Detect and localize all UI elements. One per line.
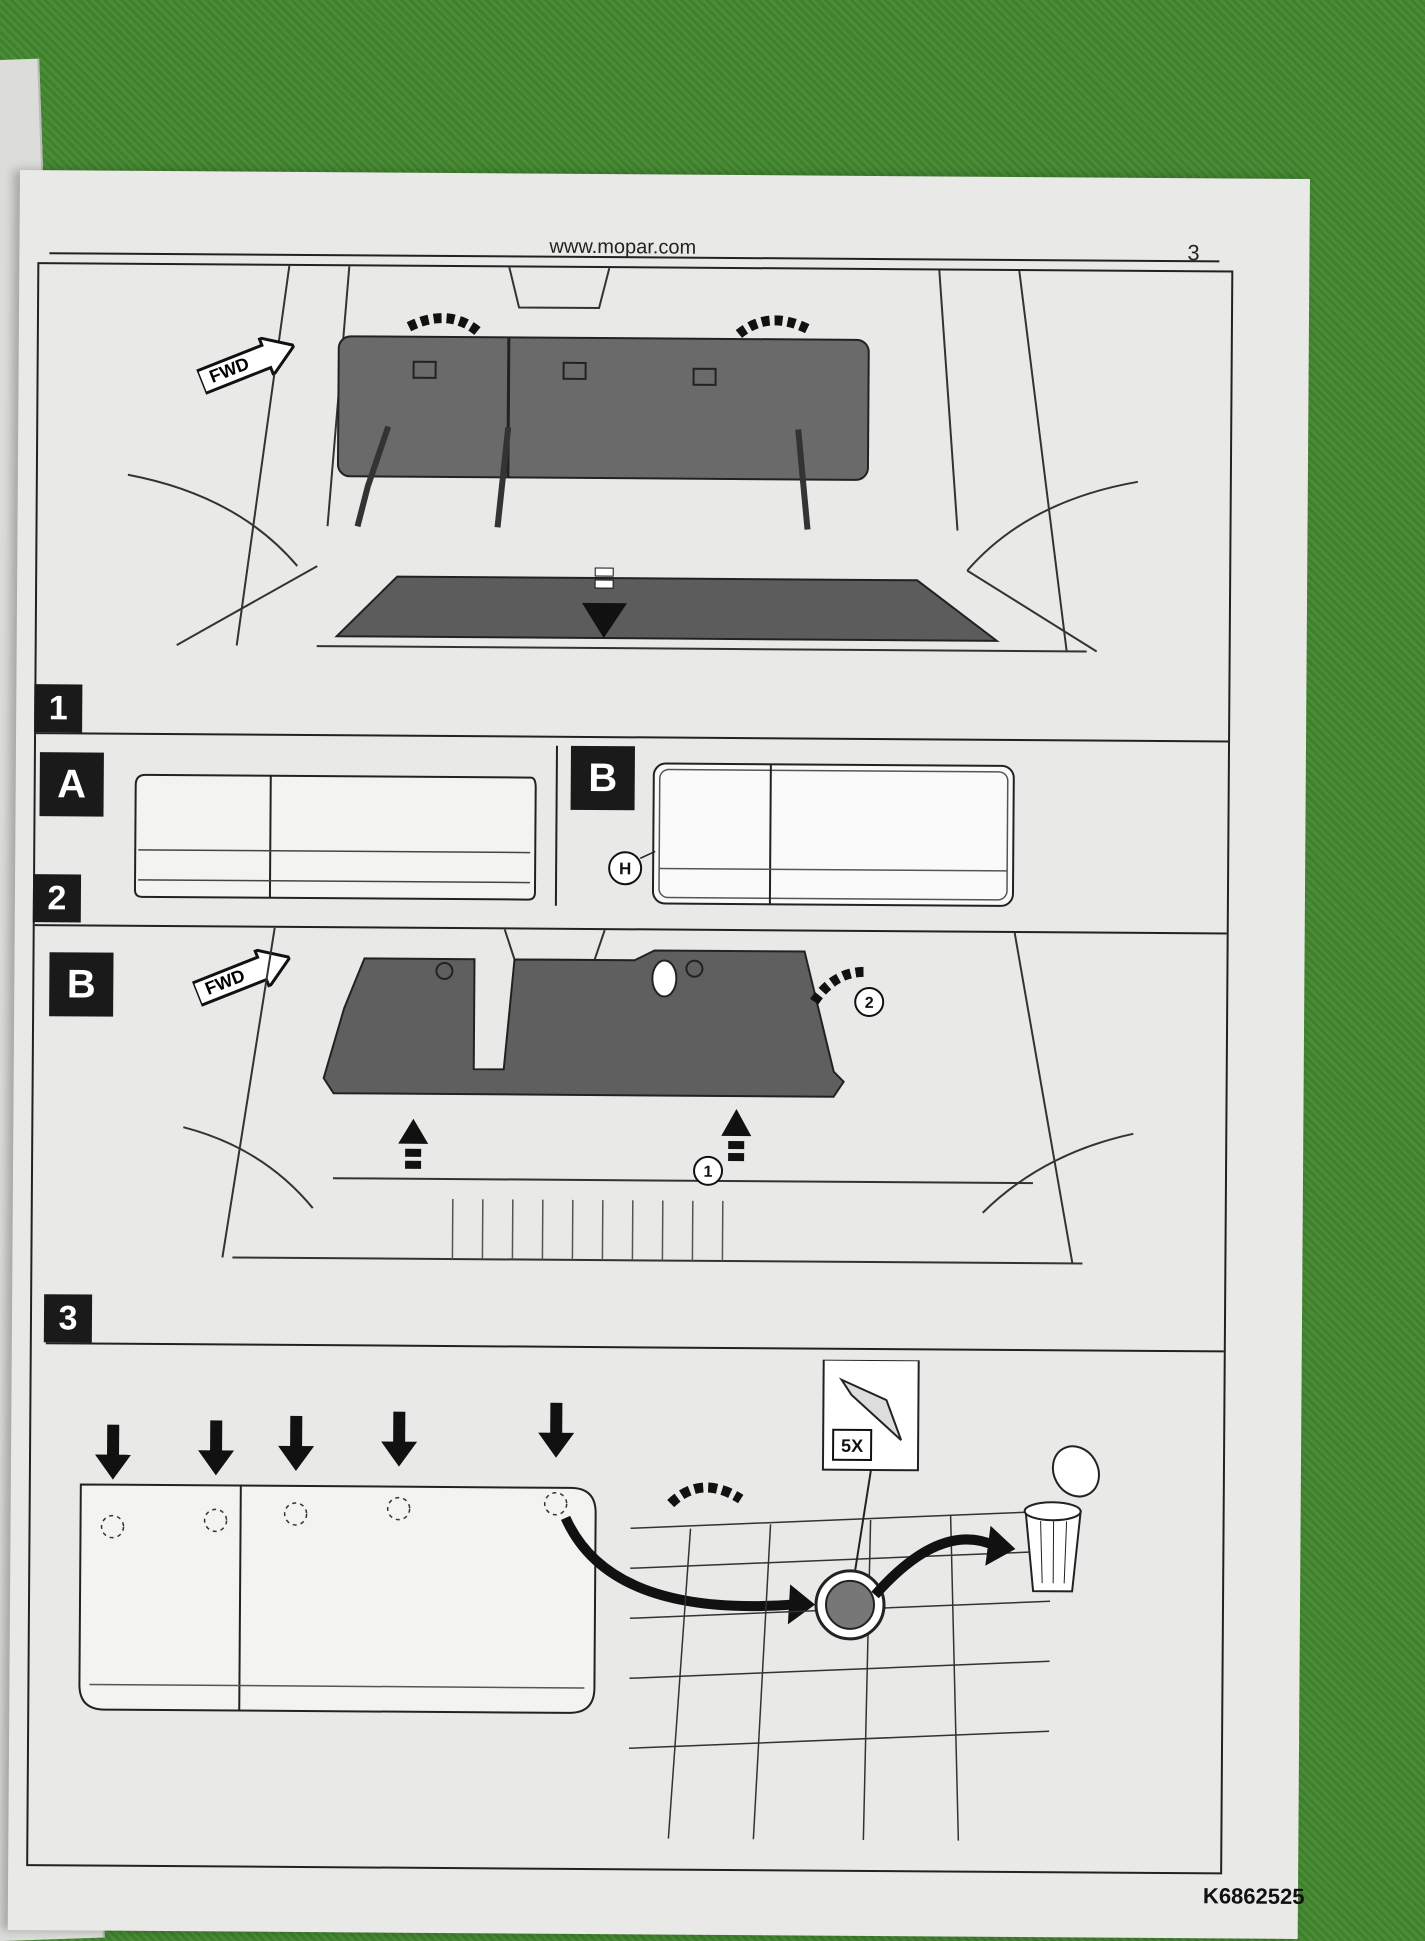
callout-2-text: 2 xyxy=(865,995,874,1012)
install-panel-illustration: 1 2 xyxy=(32,926,1227,1354)
page-number: 3 xyxy=(1187,240,1199,266)
substep-a-badge: A xyxy=(39,752,103,816)
step-1-badge: 1 xyxy=(34,684,82,732)
callout-1-text: 1 xyxy=(704,1164,713,1181)
step-3-badge: 3 xyxy=(44,1294,92,1342)
folded-seatback xyxy=(338,336,869,480)
load-floor-panel xyxy=(324,948,845,1097)
folded-seat-illustration xyxy=(36,264,1231,742)
callout-h-text: H xyxy=(619,859,631,878)
curved-arrow-icon xyxy=(409,318,809,335)
instruction-page: www.mopar.com 3 xyxy=(8,170,1310,1939)
curved-arrow-icon xyxy=(671,1487,741,1504)
plug-cutout xyxy=(826,1581,874,1629)
press-arrow-icon xyxy=(95,1400,575,1483)
step-2-badge: 2 xyxy=(33,874,81,922)
illustration-frame: FWD 1 A B H 2 B xyxy=(26,262,1233,1874)
cut-openings-illustration: 5X xyxy=(48,1354,1221,1862)
panel-divider xyxy=(555,746,558,906)
seat-panel-a-illustration xyxy=(130,765,541,908)
quantity-label: 5X xyxy=(841,1436,863,1456)
cargo-floor-panel xyxy=(337,576,997,641)
seat-panel-b-illustration: H xyxy=(575,753,1226,923)
part-number: K6862525 xyxy=(1203,1883,1305,1910)
trash-can-icon xyxy=(1024,1438,1108,1592)
